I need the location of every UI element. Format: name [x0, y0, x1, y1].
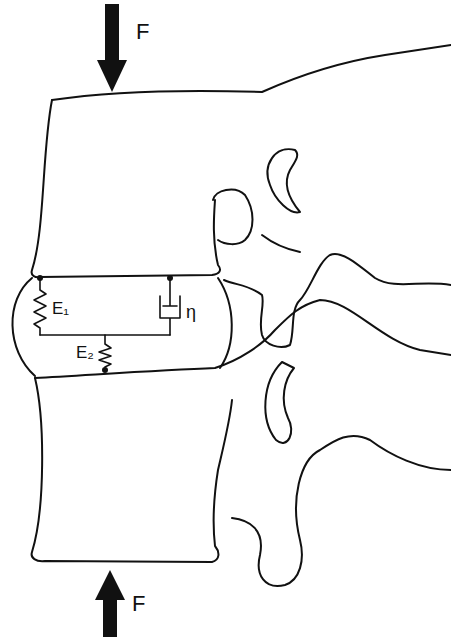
upper-vertebra-posterior [224, 254, 451, 347]
spring-symbol [34, 278, 46, 335]
transverse-process [265, 362, 294, 443]
upper-vertebra-body [32, 100, 220, 277]
attachment-dot [167, 275, 173, 281]
facet-line [262, 235, 300, 252]
lower-vertebra-body [32, 378, 232, 562]
attachment-dot [37, 275, 43, 281]
disc-outline [218, 278, 232, 368]
spring-symbol [99, 335, 111, 370]
disc-outline [12, 278, 35, 376]
lower-vertebra-posterior [232, 436, 451, 586]
attachment-dot [102, 367, 108, 373]
force-arrow [97, 4, 127, 92]
dashpot-symbol [160, 278, 180, 335]
spring-label: E₁ [52, 300, 69, 319]
dashpot-label: η [186, 303, 196, 323]
lower-vertebra-top [35, 300, 451, 378]
force-arrow [95, 570, 125, 637]
articular-process [213, 190, 253, 245]
transverse-process [268, 149, 300, 212]
force-label: F [136, 20, 149, 44]
spring-label: E₂ [76, 344, 94, 363]
force-label: F [132, 592, 145, 616]
